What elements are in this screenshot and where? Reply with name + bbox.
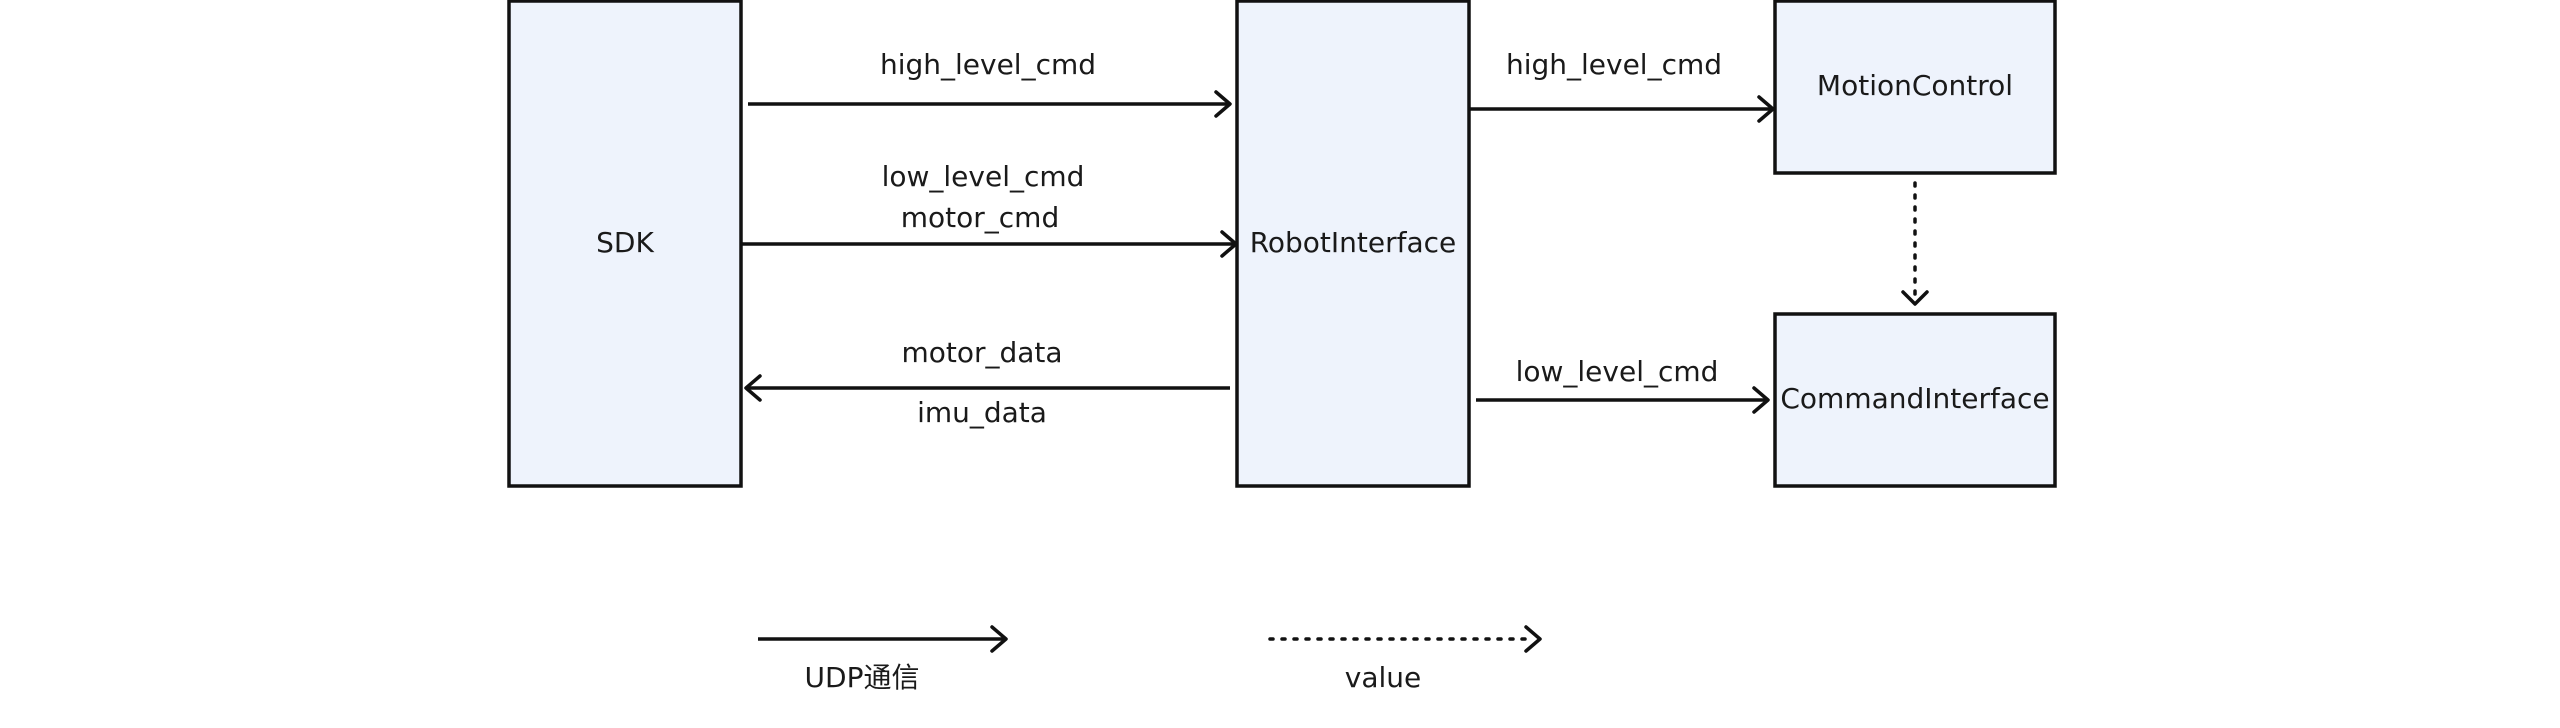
legend-solid: UDP通信 — [758, 625, 1008, 694]
node-sdk: SDK — [507, 0, 743, 488]
arrow-right-icon — [1214, 90, 1232, 118]
arrow-down-icon — [1901, 290, 1929, 306]
edge-robot-to-command: low_level_cmd — [1476, 355, 1770, 414]
edge-label-motor-data: motor_data — [901, 336, 1062, 369]
sdk-box — [507, 0, 743, 488]
node-motion-control: MotionControl — [1773, 0, 2057, 175]
arrow-right-icon — [1220, 230, 1238, 258]
edge-sdk-to-robot-low: low_level_cmd motor_cmd — [741, 160, 1238, 258]
arrow-right-icon — [990, 625, 1008, 653]
motion-control-box — [1773, 0, 2057, 175]
command-interface-label: CommandInterface — [1780, 382, 2049, 415]
edge-robot-to-motion: high_level_cmd — [1469, 48, 1775, 123]
edge-label-imu-data: imu_data — [917, 396, 1047, 429]
legend-dotted: value — [1268, 625, 1542, 694]
legend-solid-label: UDP通信 — [805, 661, 920, 694]
edge-robot-to-sdk: motor_data imu_data — [744, 336, 1230, 429]
robot-interface-box — [1235, 0, 1471, 488]
edge-sdk-to-robot-high: high_level_cmd — [748, 48, 1232, 118]
arrow-right-icon — [1524, 625, 1542, 653]
motion-control-label: MotionControl — [1817, 69, 2013, 102]
robot-interface-label: RobotInterface — [1250, 226, 1457, 259]
edge-label-low-level-cmd: low_level_cmd — [882, 160, 1085, 193]
legend-dotted-label: value — [1345, 661, 1421, 694]
edge-label-high-level-cmd: high_level_cmd — [880, 48, 1096, 81]
edge-label-high-level-cmd: high_level_cmd — [1506, 48, 1722, 81]
edge-label-low-level-cmd: low_level_cmd — [1516, 355, 1719, 388]
arrow-left-icon — [744, 374, 762, 402]
node-command-interface: CommandInterface — [1773, 312, 2057, 488]
legend: UDP通信 value — [758, 625, 1542, 694]
node-robot-interface: RobotInterface — [1235, 0, 1471, 488]
arrow-right-icon — [1752, 386, 1770, 414]
command-interface-box — [1773, 312, 2057, 488]
sdk-label: SDK — [596, 226, 654, 259]
arrow-right-icon — [1757, 95, 1775, 123]
edge-motion-to-command — [1901, 181, 1929, 306]
edge-label-motor-cmd: motor_cmd — [901, 201, 1059, 234]
